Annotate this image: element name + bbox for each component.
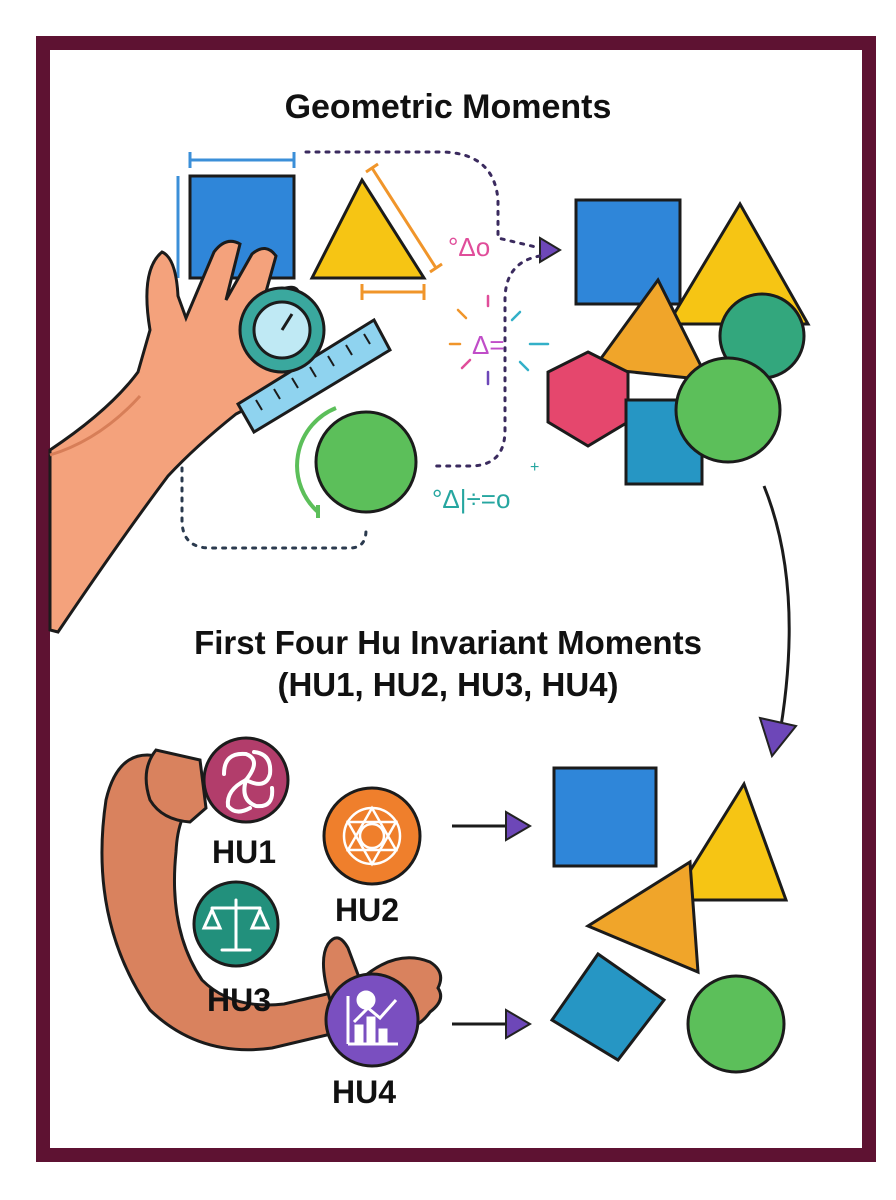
- shape-cluster-lower: [549, 766, 789, 1074]
- triangle-dimension-lines: [360, 162, 443, 300]
- pink-hexagon: [546, 350, 630, 448]
- lower-teal-square: [549, 951, 667, 1062]
- green-circle: [314, 410, 418, 514]
- dimension-lines: [176, 152, 296, 278]
- lower-green-circle: [686, 974, 786, 1074]
- arrowhead-hu2: [505, 810, 532, 842]
- plus-glyph: +: [530, 459, 539, 476]
- title-geometric-moments: Geometric Moments: [284, 88, 612, 126]
- hu3-label: HU3: [207, 982, 272, 1018]
- hu4-label: HU4: [332, 1074, 397, 1110]
- lower-orange-triangle: [584, 859, 700, 975]
- lower-yellow-triangle: [669, 780, 789, 902]
- blue-square: [188, 174, 296, 280]
- hu4-badge: [324, 972, 420, 1068]
- chart-growth-icon: [346, 990, 398, 1046]
- cluster-green-circle: [674, 356, 782, 464]
- dotted-path-middle: [430, 254, 542, 468]
- hu2-badge: [322, 786, 422, 886]
- arrowhead-hu4: [505, 1008, 532, 1040]
- mandala-icon: [342, 805, 402, 867]
- title-hu-line2: (HU1, HU2, HU3, HU4): [277, 666, 619, 703]
- hu2-label: HU2: [335, 892, 400, 928]
- title-hu-moments: First Four Hu Invariant Moments (HU1, HU…: [50, 622, 846, 706]
- spiral-icon: [222, 750, 275, 814]
- lower-blue-square: [552, 766, 658, 868]
- yellow-triangle: [309, 176, 427, 280]
- hand-icon: [48, 239, 302, 634]
- shape-cluster-upper: [546, 198, 811, 486]
- cluster-blue-square: [574, 198, 682, 306]
- ruler-icon: [235, 317, 392, 435]
- hu3-badge: [192, 880, 280, 968]
- formula-glyph-upper: °Δo: [448, 232, 490, 262]
- title-hu-line1: First Four Hu Invariant Moments: [194, 624, 702, 661]
- balance-scale-icon: [201, 898, 271, 952]
- hu1-badge: [202, 736, 290, 824]
- formula-glyph-lower: °Δ|÷=o: [432, 484, 510, 514]
- hu1-label: HU1: [212, 834, 277, 870]
- curved-arrowhead: [758, 716, 798, 759]
- curved-arrow: [762, 485, 791, 745]
- measuring-tool-icon: [238, 286, 326, 374]
- sparkle-lines: [448, 294, 550, 386]
- cluster-orange-triangle: [591, 277, 711, 382]
- rotation-arc: [295, 406, 337, 514]
- dotted-path-bottom: [180, 416, 368, 550]
- formula-glyph-middle: Δ=: [472, 330, 505, 360]
- dotted-path-top: [304, 150, 542, 250]
- arrowhead-top: [539, 236, 562, 264]
